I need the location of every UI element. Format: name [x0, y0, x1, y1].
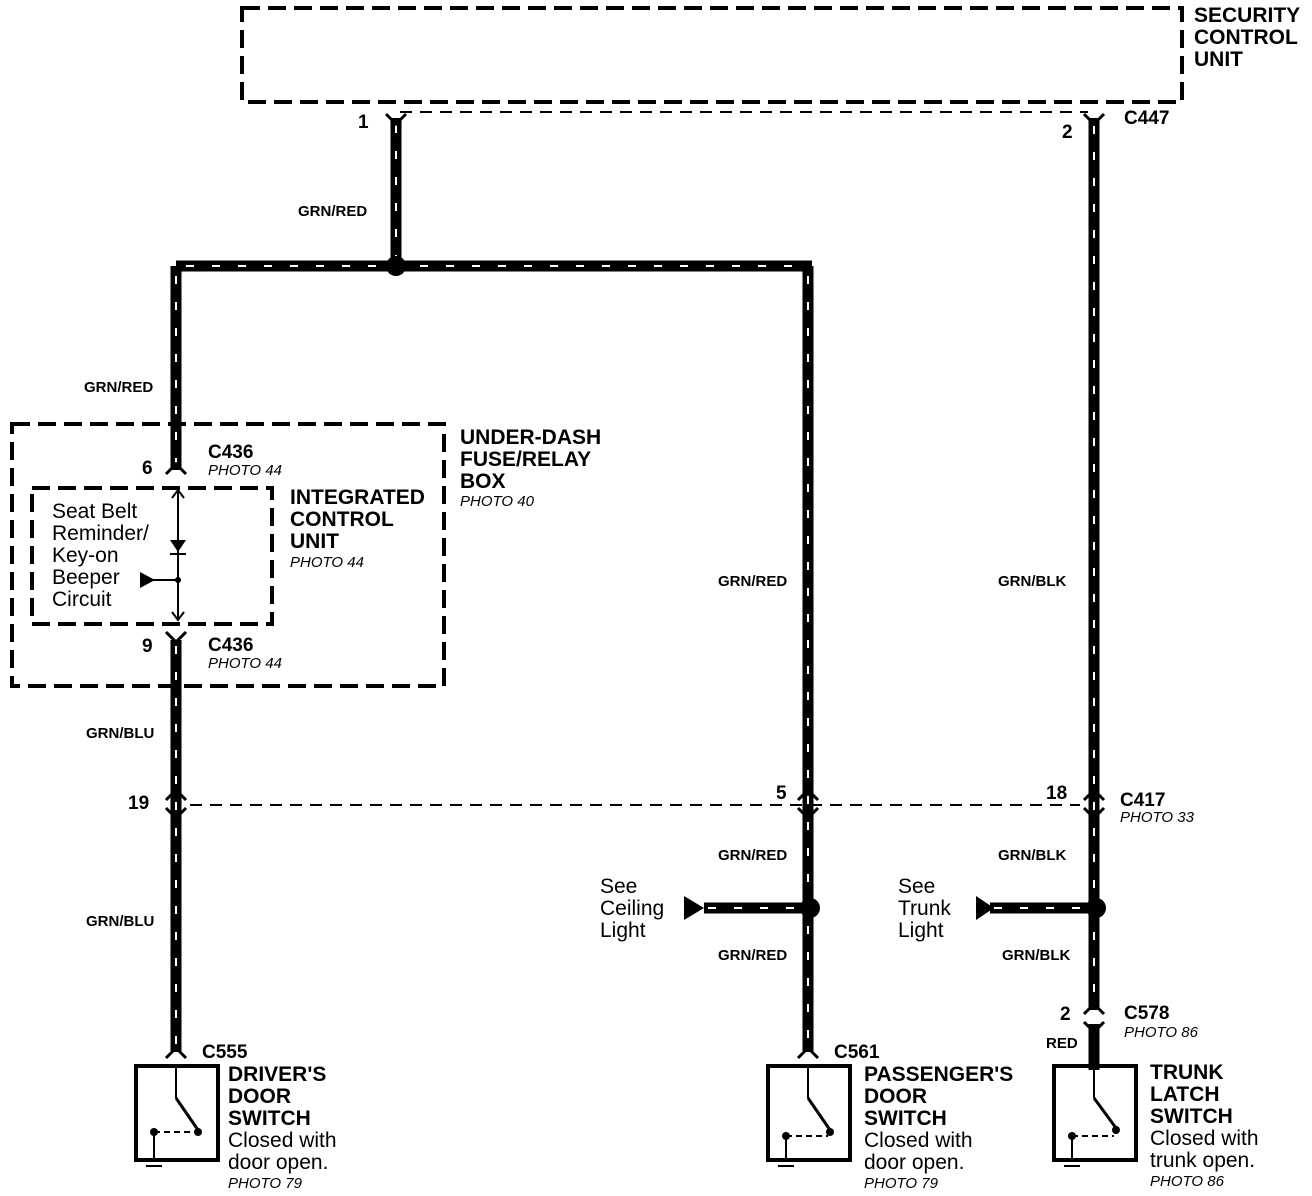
wire-label-right-lower2: GRN/BLK	[1002, 947, 1070, 964]
c436-bottom-photo: PHOTO 44	[208, 655, 282, 672]
pin-9: 9	[142, 636, 153, 657]
pin-18: 18	[1046, 783, 1067, 804]
connector-c436-top: C436	[208, 442, 253, 463]
connector-c417: C417	[1120, 790, 1165, 811]
wire-label-mid-lower2: GRN/RED	[718, 947, 787, 964]
wire-label-left-low: GRN/BLU	[86, 913, 154, 930]
drivers-door-photo: PHOTO 79	[228, 1175, 303, 1192]
connector-c578: C578	[1124, 1003, 1169, 1024]
pin-5: 5	[776, 783, 787, 804]
integrated-control-unit-box	[30, 486, 274, 626]
c436-top-photo: PHOTO 44	[208, 462, 282, 479]
icu-internal-circuit	[140, 488, 186, 622]
wire-label-left-mid: GRN/BLU	[86, 725, 154, 742]
wire-label-top: GRN/RED	[298, 203, 367, 220]
wire-label-mid-upper: GRN/RED	[718, 573, 787, 590]
connector-symbols	[164, 112, 1106, 1060]
under-dash-fuse-box	[10, 422, 446, 688]
passengers-door-switch	[766, 1064, 852, 1167]
connector-c561: C561	[834, 1042, 880, 1063]
pin-19: 19	[128, 793, 149, 814]
splice-point-ceiling	[800, 898, 820, 918]
wire-label-mid-lower1: GRN/RED	[718, 847, 787, 864]
trunk-latch-switch	[1052, 1064, 1138, 1167]
pin-2-c578: 2	[1060, 1004, 1071, 1025]
wire-label-right-upper: GRN/BLK	[998, 573, 1066, 590]
connector-c436-bottom: C436	[208, 635, 253, 656]
ceiling-light-arrow	[684, 896, 704, 920]
security-control-unit-box	[240, 6, 1184, 104]
splice-point-top	[386, 256, 406, 276]
c578-photo: PHOTO 86	[1124, 1024, 1199, 1041]
connector-c447: C447	[1124, 108, 1169, 129]
pin-1: 1	[358, 112, 369, 133]
pin-2-c447: 2	[1062, 122, 1073, 143]
splice-point-trunk	[1086, 898, 1106, 918]
trunk-latch-photo: PHOTO 86	[1150, 1173, 1225, 1190]
drivers-door-switch	[134, 1064, 220, 1167]
wire-label-red: RED	[1046, 1035, 1078, 1052]
wire-label-right-lower1: GRN/BLK	[998, 847, 1066, 864]
passengers-door-photo: PHOTO 79	[864, 1175, 939, 1192]
trunk-light-arrow	[976, 896, 994, 920]
c417-photo: PHOTO 33	[1120, 809, 1195, 826]
under-dash-photo: PHOTO 40	[460, 493, 535, 510]
integrated-photo: PHOTO 44	[290, 554, 364, 571]
wire-label-left-upper: GRN/RED	[84, 379, 153, 396]
connector-c555: C555	[202, 1042, 248, 1063]
pin-6: 6	[142, 458, 153, 479]
